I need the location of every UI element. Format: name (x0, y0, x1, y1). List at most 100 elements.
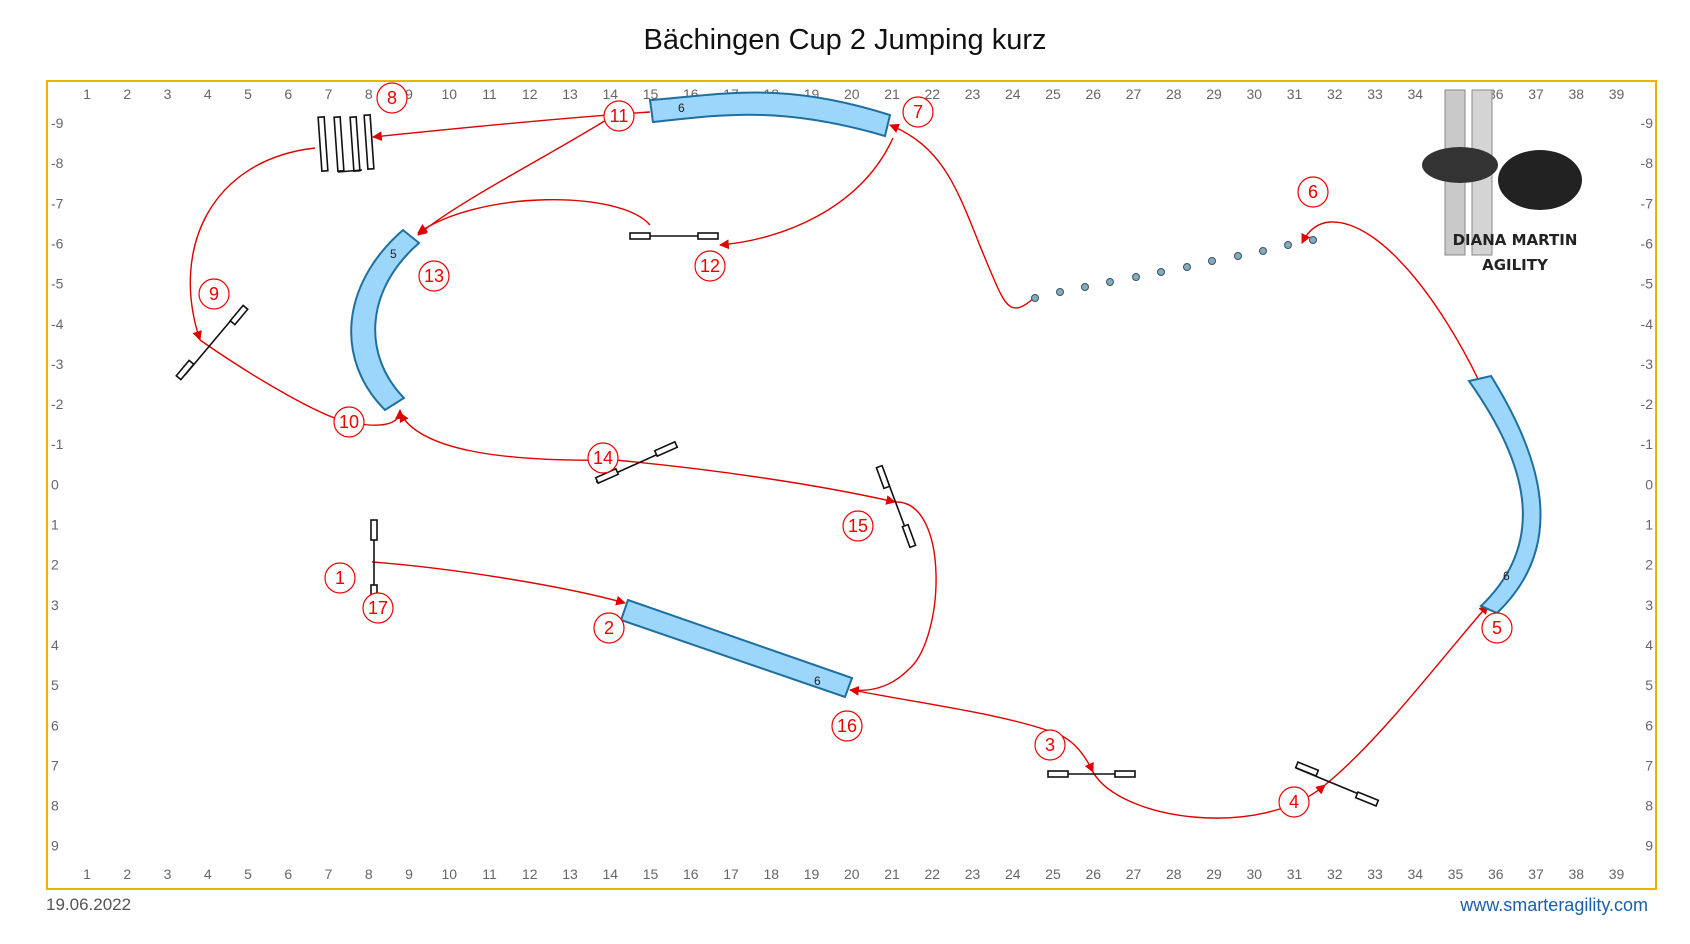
row-label: 4 (1645, 637, 1653, 653)
tunnel-left-curved (350, 228, 421, 412)
column-label: 25 (1045, 866, 1061, 882)
course-number-13: 13 (418, 260, 450, 292)
tunnel-bottom-straight (619, 598, 854, 699)
column-label: 30 (1246, 866, 1262, 882)
weave-obstacle (317, 114, 375, 173)
path-1-2 (371, 561, 626, 606)
jump-9-wing (229, 304, 249, 326)
column-label: 11 (482, 86, 497, 102)
row-label: 3 (51, 597, 59, 613)
column-label: 15 (643, 86, 659, 102)
column-label: 21 (884, 86, 900, 102)
course-number-1: 1 (324, 562, 356, 594)
course-number-12: 12 (694, 250, 726, 282)
dot (1106, 278, 1114, 286)
row-label: 9 (1645, 838, 1653, 854)
website-link[interactable]: www.smarteragility.com (1460, 895, 1648, 915)
weave-bar (349, 116, 361, 172)
dot (1056, 288, 1064, 296)
weave-direction-arrow (337, 169, 363, 173)
date-label: 19.06.2022 (46, 895, 132, 914)
row-label: 2 (1645, 557, 1653, 573)
column-label: 32 (1327, 86, 1343, 102)
dot (1157, 268, 1165, 276)
course-number-7-label: 7 (913, 102, 923, 122)
column-label: 37 (1528, 86, 1544, 102)
dot (1031, 294, 1039, 302)
row-label: 7 (1645, 757, 1653, 773)
column-label: 23 (965, 866, 981, 882)
row-label: 1 (1645, 517, 1653, 533)
tunnel-bottom-label: 6 (814, 674, 821, 688)
dot (1132, 273, 1140, 281)
column-label: 14 (602, 866, 618, 882)
jump-14-wing (653, 440, 679, 458)
row-label: 8 (51, 798, 59, 814)
column-label: 6 (284, 866, 292, 882)
tunnel-top (648, 91, 892, 138)
column-label: 15 (643, 866, 659, 882)
row-label: -4 (1641, 316, 1654, 332)
column-label: 1 (83, 866, 91, 882)
course-number-15-label: 15 (848, 516, 868, 536)
column-label: 34 (1407, 86, 1423, 102)
dot (1081, 283, 1089, 291)
column-label: 6 (284, 86, 292, 102)
column-label: 2 (123, 86, 131, 102)
column-label: 7 (325, 866, 333, 882)
path-9-10 (199, 339, 405, 426)
jump-9-wing (175, 359, 195, 381)
course-number-5: 5 (1481, 612, 1513, 644)
path-5-6 (1301, 221, 1481, 384)
row-label: 8 (1645, 798, 1653, 814)
column-label: 4 (204, 866, 212, 882)
column-label: 12 (522, 86, 538, 102)
course-number-14: 14 (587, 442, 619, 474)
row-label: 5 (51, 677, 59, 693)
row-label: -6 (1641, 235, 1654, 251)
row-label: -7 (51, 195, 64, 211)
column-label: 31 (1287, 866, 1303, 882)
column-label: 35 (1448, 866, 1464, 882)
course-number-11-label: 11 (610, 106, 629, 126)
dot (1284, 241, 1292, 249)
tunnels: 6 5 6 6 (350, 91, 1542, 699)
column-label: 14 (602, 86, 618, 102)
row-label: 9 (51, 838, 59, 854)
obstacles (175, 232, 1380, 807)
column-label: 28 (1166, 866, 1182, 882)
column-label: 22 (924, 866, 940, 882)
path-6-7 (889, 123, 1036, 309)
course-number-14-label: 14 (593, 448, 613, 468)
row-label: -5 (1641, 276, 1654, 292)
column-label: 18 (763, 866, 779, 882)
jump-3-wing (1047, 770, 1069, 778)
row-label: -7 (1641, 195, 1654, 211)
column-label: 9 (405, 86, 413, 102)
path-14-15 (614, 459, 896, 505)
row-label: -9 (1641, 115, 1654, 131)
course-number-8: 8 (376, 82, 408, 114)
jump-3-wing (1114, 770, 1136, 778)
course-number-3-label: 3 (1045, 735, 1055, 755)
course-title: Bächingen Cup 2 Jumping kurz (643, 24, 1047, 56)
column-label: 17 (723, 866, 739, 882)
column-label: 9 (405, 866, 413, 882)
column-label: 39 (1609, 866, 1625, 882)
weave-bar (333, 116, 345, 172)
course-number-8-label: 8 (387, 88, 397, 108)
dot (1208, 257, 1216, 265)
column-label: 11 (482, 866, 497, 882)
column-label: 24 (1005, 86, 1021, 102)
row-label: -9 (51, 115, 64, 131)
column-label: 5 (244, 86, 252, 102)
row-label: 0 (51, 476, 59, 492)
row-label: 3 (1645, 597, 1653, 613)
row-label: -2 (1641, 396, 1654, 412)
column-label: 8 (365, 86, 373, 102)
column-label: 3 (164, 866, 172, 882)
column-label: 13 (562, 86, 578, 102)
column-label: 28 (1166, 86, 1182, 102)
